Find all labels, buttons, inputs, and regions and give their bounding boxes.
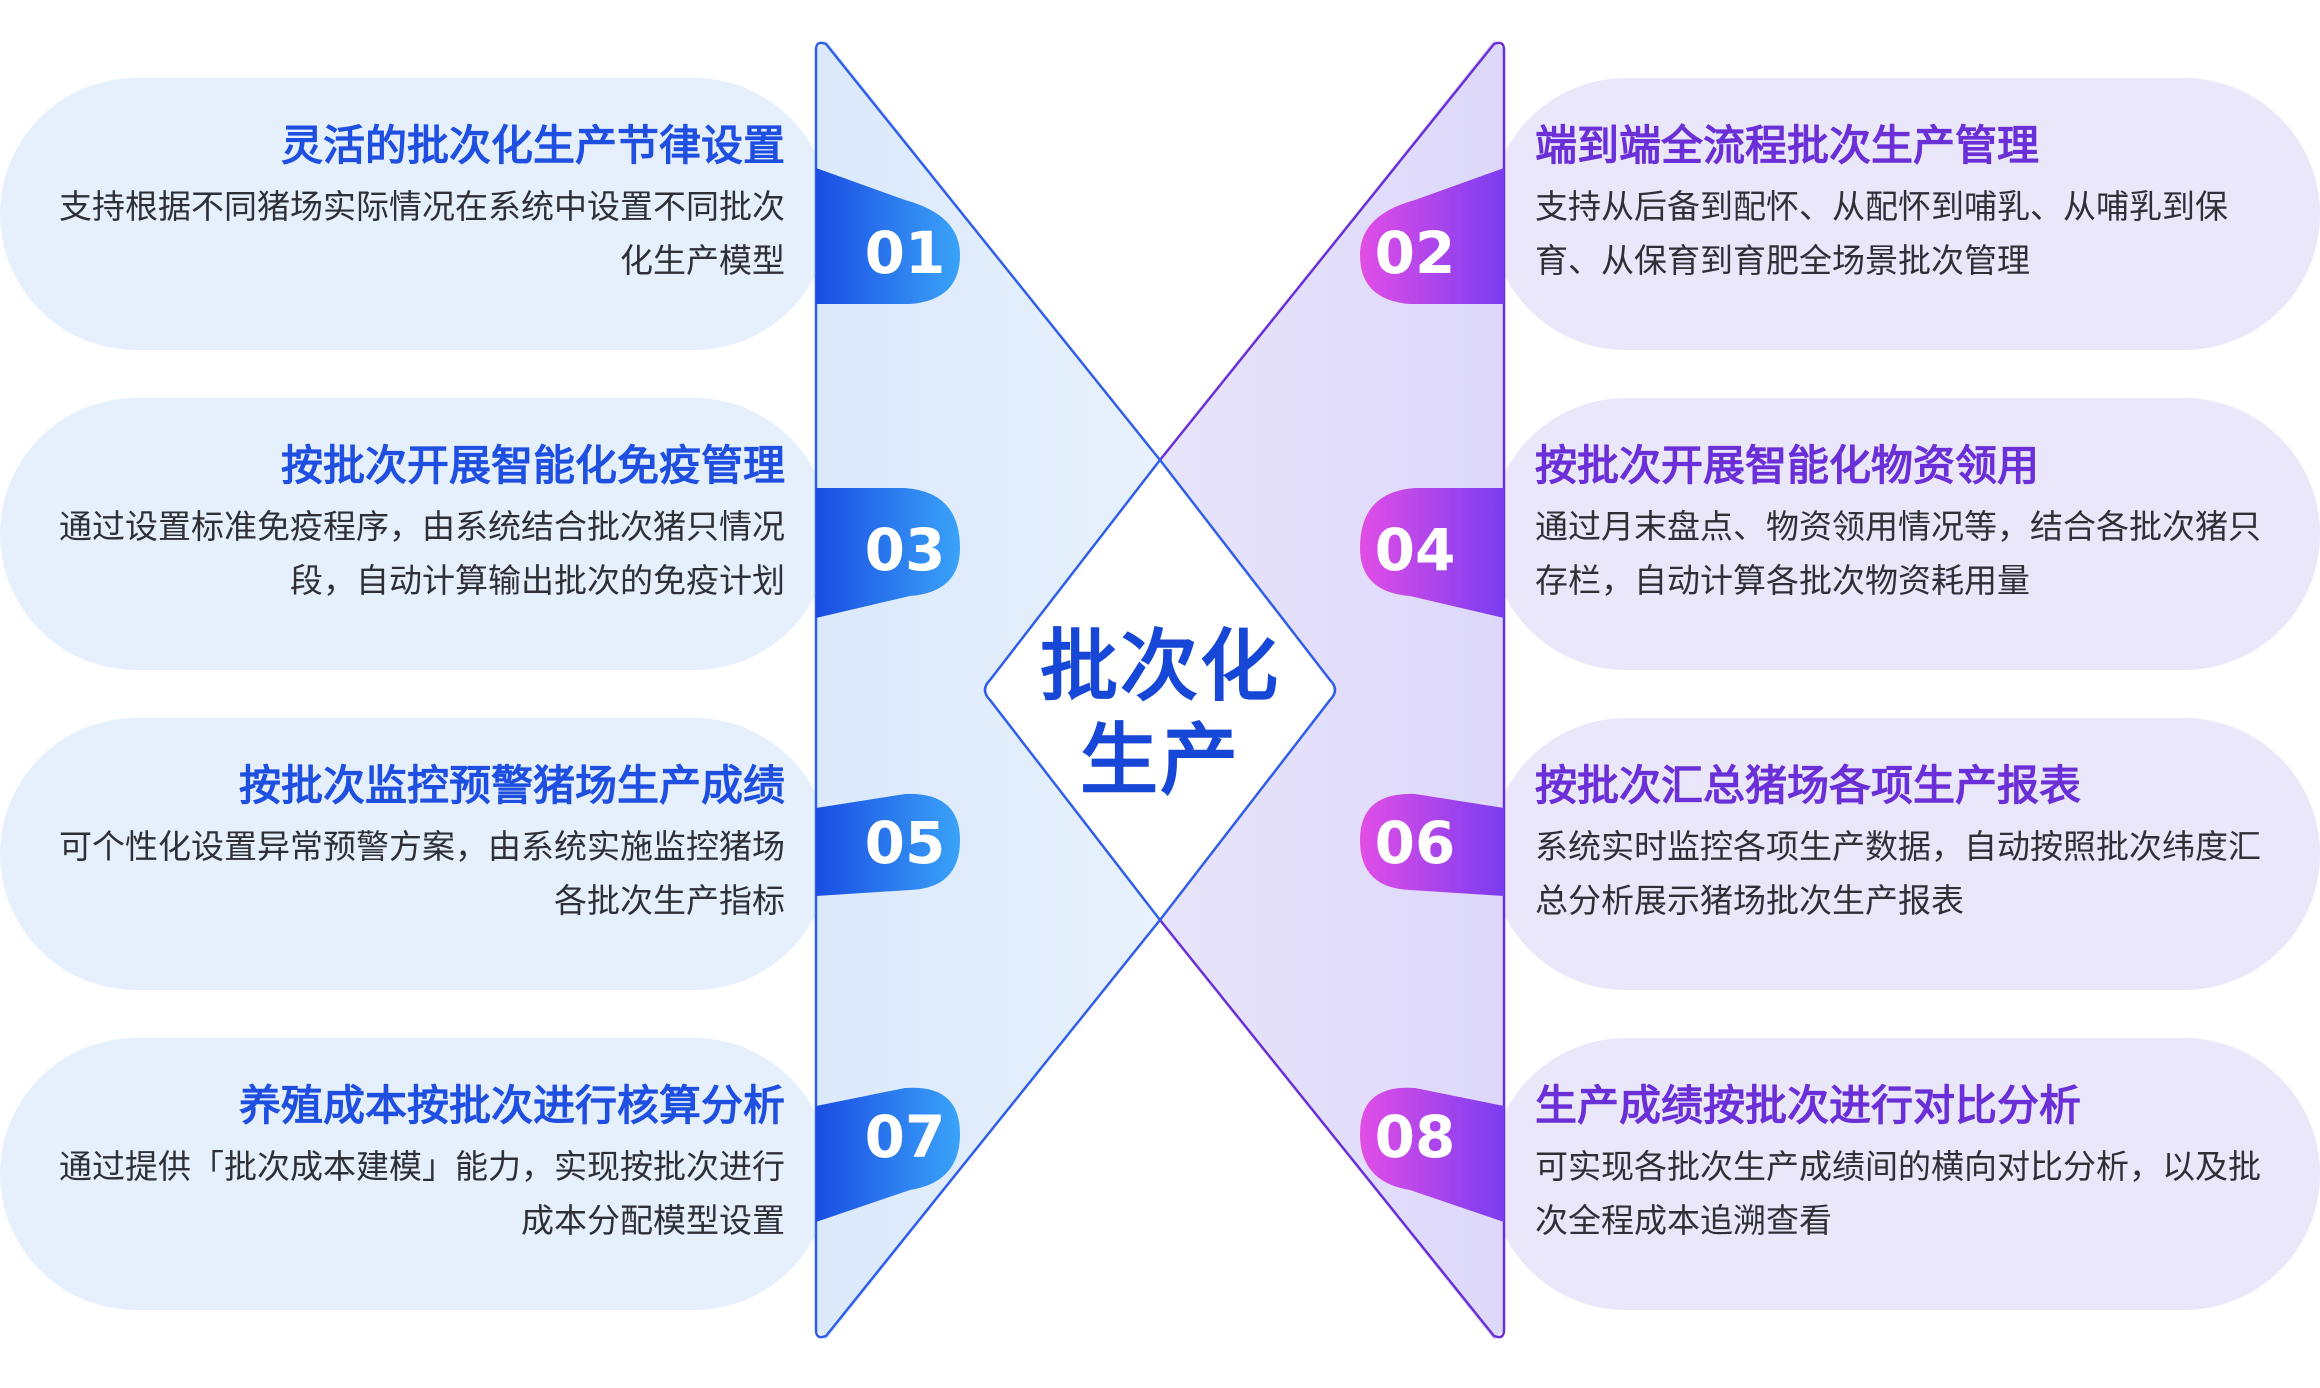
card-title: 生产成绩按批次进行对比分析 <box>1535 1081 2082 1130</box>
badge-08 <box>1360 1087 1504 1222</box>
badge-04 <box>1360 488 1504 618</box>
badge-number-06: 06 <box>1374 809 1456 877</box>
badge-number-02: 02 <box>1374 219 1456 287</box>
left-wedge-outline <box>814 41 1161 1339</box>
card-description: 通过提供「批次成本建模」能力，实现按批次进行成本分配模型设置 <box>59 1147 785 1240</box>
badge-number-08: 08 <box>1374 1103 1456 1171</box>
card-title: 按批次开展智能化物资领用 <box>1535 441 2040 490</box>
card-06: 按批次汇总猪场各项生产报表 系统实时监控各项生产数据，自动按照批次纬度汇总分析展… <box>1535 758 2285 928</box>
card-title: 按批次开展智能化免疫管理 <box>280 441 785 490</box>
card-title: 按批次汇总猪场各项生产报表 <box>1535 761 2082 810</box>
center-diamond <box>983 457 1337 923</box>
badge-07 <box>816 1087 960 1222</box>
card-bg-05 <box>0 718 830 990</box>
center-title-line2: 生产 <box>1079 716 1240 806</box>
card-bg-04 <box>1490 398 2320 670</box>
badge-06 <box>1360 793 1504 896</box>
card-title: 养殖成本按批次进行核算分析 <box>238 1081 785 1130</box>
badge-number-03: 03 <box>864 516 946 584</box>
card-bg-03 <box>0 398 830 670</box>
card-bg-01 <box>0 78 830 350</box>
card-description: 通过设置标准免疫程序，由系统结合批次猪只情况段，自动计算输出批次的免疫计划 <box>59 507 785 600</box>
badge-number-04: 04 <box>1374 516 1456 584</box>
card-description: 系统实时监控各项生产数据，自动按照批次纬度汇总分析展示猪场批次生产报表 <box>1535 827 2261 920</box>
badge-05 <box>816 793 960 896</box>
card-title: 端到端全流程批次生产管理 <box>1535 121 2040 170</box>
card-description: 通过月末盘点、物资领用情况等，结合各批次猪只存栏，自动计算各批次物资耗用量 <box>1535 507 2261 600</box>
badge-01 <box>816 168 960 304</box>
center-title: 批次化 生产 <box>1010 620 1310 808</box>
badge-03 <box>816 488 960 618</box>
card-description: 可个性化设置异常预警方案，由系统实施监控猪场各批次生产指标 <box>59 827 785 920</box>
card-bg-07 <box>0 1038 830 1310</box>
badge-02 <box>1360 168 1504 304</box>
card-03: 按批次开展智能化免疫管理 通过设置标准免疫程序，由系统结合批次猪只情况段，自动计… <box>35 438 785 608</box>
card-07: 养殖成本按批次进行核算分析 通过提供「批次成本建模」能力，实现按批次进行成本分配… <box>35 1078 785 1248</box>
card-description: 支持根据不同猪场实际情况在系统中设置不同批次化生产模型 <box>59 187 785 280</box>
badge-number-05: 05 <box>864 809 946 877</box>
badge-number-07: 07 <box>864 1103 946 1171</box>
card-bg-06 <box>1490 718 2320 990</box>
center-title-line1: 批次化 <box>1039 622 1280 712</box>
card-02: 端到端全流程批次生产管理 支持从后备到配怀、从配怀到哺乳、从哺乳到保育、从保育到… <box>1535 118 2285 288</box>
card-04: 按批次开展智能化物资领用 通过月末盘点、物资领用情况等，结合各批次猪只存栏，自动… <box>1535 438 2285 608</box>
right-wedge-outline <box>1159 41 1506 1339</box>
card-description: 可实现各批次生产成绩间的横向对比分析，以及批次全程成本追溯查看 <box>1535 1147 2261 1240</box>
card-bg-08 <box>1490 1038 2320 1310</box>
card-08: 生产成绩按批次进行对比分析 可实现各批次生产成绩间的横向对比分析，以及批次全程成… <box>1535 1078 2285 1248</box>
card-01: 灵活的批次化生产节律设置 支持根据不同猪场实际情况在系统中设置不同批次化生产模型 <box>35 118 785 288</box>
card-bg-02 <box>1490 78 2320 350</box>
card-description: 支持从后备到配怀、从配怀到哺乳、从哺乳到保育、从保育到育肥全场景批次管理 <box>1535 187 2228 280</box>
card-05: 按批次监控预警猪场生产成绩 可个性化设置异常预警方案，由系统实施监控猪场各批次生… <box>35 758 785 928</box>
card-title: 灵活的批次化生产节律设置 <box>280 121 785 170</box>
badge-number-01: 01 <box>864 219 946 287</box>
card-title: 按批次监控预警猪场生产成绩 <box>238 761 785 810</box>
